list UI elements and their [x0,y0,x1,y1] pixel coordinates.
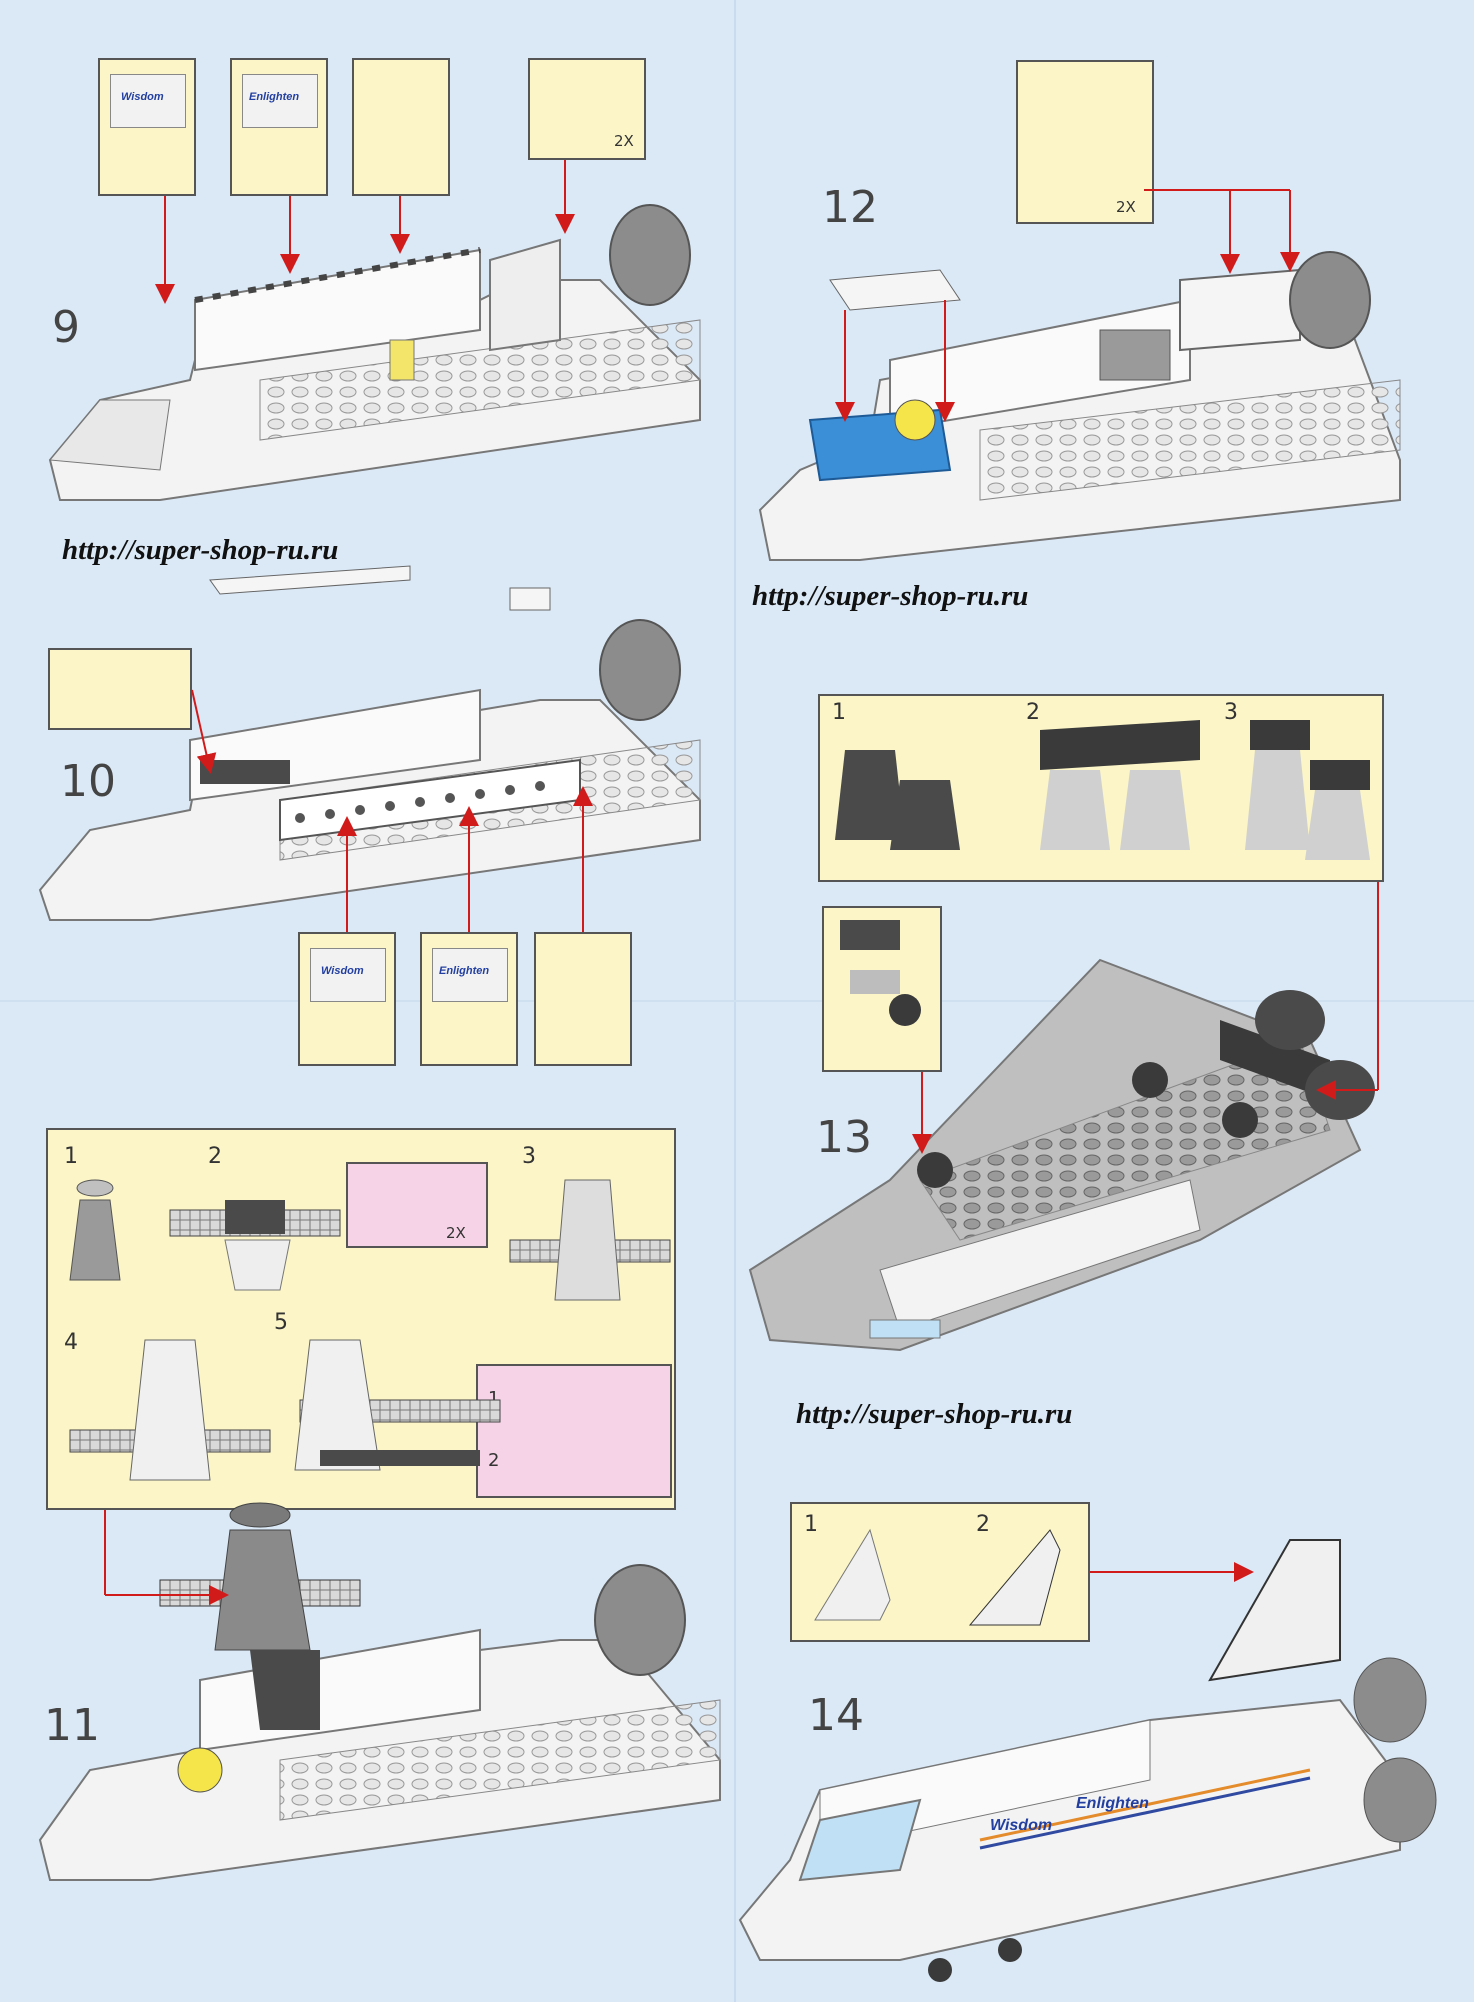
step-number-9: 9 [52,302,80,353]
step14-parts [814,1528,1061,1626]
step-number-14: 14 [808,1690,864,1741]
engine-substep-2: 2 [1026,700,1040,725]
enlighten-decal: Enlighten [1076,1795,1149,1812]
step9-shuttle [48,160,701,501]
step10-callout-hinge-plate [48,648,192,730]
substep-5: 5 [274,1310,288,1335]
wisdom-panel-part-10: Wisdom [310,948,386,1002]
step10-callout-wisdom-panel: Wisdom [298,932,396,1066]
engine-substep-1: 1 [832,700,846,725]
watermark-url-2: http://super-shop-ru.ru [752,580,1029,612]
quantity-label: 2X [614,132,634,150]
step-number-11: 11 [44,1700,100,1751]
step-number-13: 13 [816,1112,872,1163]
step-number-12: 12 [822,182,878,233]
enlighten-panel-part-10: Enlighten [432,948,508,1002]
step-number-10: 10 [60,756,116,807]
substep-1: 1 [64,1144,78,1169]
step12-shuttle [758,189,1401,561]
step11-satellite-substeps [69,1179,671,1481]
quantity-label-11: 2X [446,1224,466,1242]
enlighten-panel-text: Enlighten [249,91,300,103]
step9-callout-wisdom-panel: Wisdom [98,58,196,196]
watermark-url-3: http://super-shop-ru.ru [796,1398,1073,1430]
step13-shuttle-underside [748,882,1379,1352]
step10-callout-logo-panel [534,932,632,1066]
wisdom-panel-text-10: Wisdom [321,965,364,977]
step11-pink-subcallout-panels: 2X [346,1162,488,1248]
enlighten-panel-text-10: Enlighten [439,965,490,977]
engine-substep-3: 3 [1224,700,1238,725]
arm-substep-1: 1 [488,1388,500,1409]
step10-shuttle [38,565,701,932]
step13-parts [835,720,1370,1026]
step9-callout-bracket-plate: 2X [528,58,646,160]
fin-substep-1: 1 [804,1512,818,1537]
substep-3: 3 [522,1144,536,1169]
step12-callout-rounded-brick: 2X [1016,60,1154,224]
fin-substep-2: 2 [976,1512,990,1537]
wisdom-decal: Wisdom [990,1817,1052,1834]
enlighten-panel-part: Enlighten [242,74,318,128]
watermark-url-1: http://super-shop-ru.ru [62,534,339,566]
page-fold-horizontal [0,1000,1474,1002]
step11-shuttle [38,1502,721,1881]
wisdom-panel-part: Wisdom [110,74,186,128]
step9-callout-enlighten-panel: Enlighten [230,58,328,196]
arm-substep-2: 2 [488,1450,500,1471]
step11-pink-subcallout-arm: 1 2 [476,1364,672,1498]
quantity-label-12: 2X [1116,198,1136,216]
substep-2: 2 [208,1144,222,1169]
substep-4: 4 [64,1330,78,1355]
step9-callout-logo-panel [352,58,450,196]
step14-shuttle: Wisdom Enlighten [738,1539,1437,1982]
wisdom-panel-text: Wisdom [121,91,164,103]
step10-callout-enlighten-panel: Enlighten [420,932,518,1066]
